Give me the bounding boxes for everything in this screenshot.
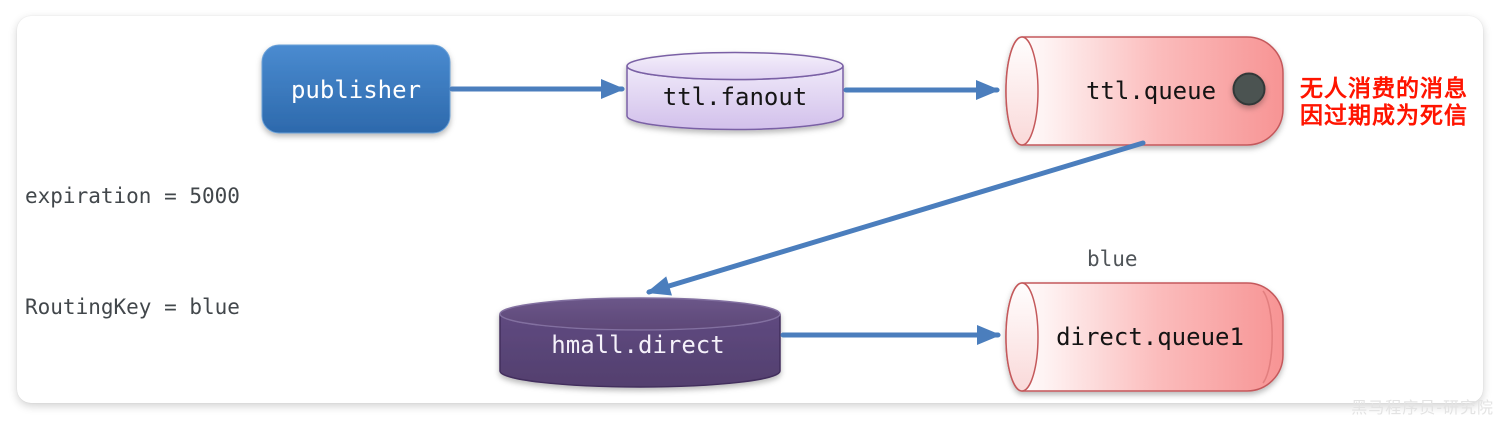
message-properties-note: expiration = 5000 RoutingKey = blue: [25, 104, 240, 400]
hmall-direct-cylinder-top: [499, 297, 781, 331]
direct-queue1-node: direct.queue1 blue: [1005, 247, 1284, 392]
hmall-direct-label: hmall.direct: [551, 331, 724, 359]
ttl-queue-node: ttl.queue: [1005, 36, 1284, 146]
ttl-queue-cylinder-cap: [1005, 36, 1039, 146]
arrow-queue-to-direct-exchange: [646, 140, 1146, 296]
dead-letter-note-line2: 因过期成为死信: [1300, 102, 1468, 128]
dead-letter-note-line1: 无人消费的消息: [1300, 75, 1468, 101]
direct-queue1-cylinder-cap: [1005, 282, 1039, 392]
binding-key-label: blue: [1087, 247, 1138, 271]
expiration-note: expiration = 5000: [25, 184, 240, 208]
direct-queue1-back-rim: [1262, 290, 1273, 384]
dead-letter-note: 无人消费的消息 因过期成为死信: [1298, 73, 1469, 130]
publisher-label: publisher: [291, 76, 421, 104]
direct-queue1-label: direct.queue1: [1056, 323, 1244, 351]
message-dot-icon: [1232, 72, 1266, 106]
routing-key-note: RoutingKey = blue: [25, 295, 240, 319]
ttl-queue-label: ttl.queue: [1086, 77, 1216, 105]
hmall-direct-node: hmall.direct: [499, 297, 781, 388]
watermark: 黑马程序员-研究院: [1351, 398, 1494, 417]
ttl-fanout-cylinder-top: [626, 51, 844, 81]
publisher-node: publisher: [261, 44, 451, 134]
ttl-fanout-node: ttl.fanout: [626, 51, 844, 131]
ttl-fanout-label: ttl.fanout: [663, 83, 808, 111]
